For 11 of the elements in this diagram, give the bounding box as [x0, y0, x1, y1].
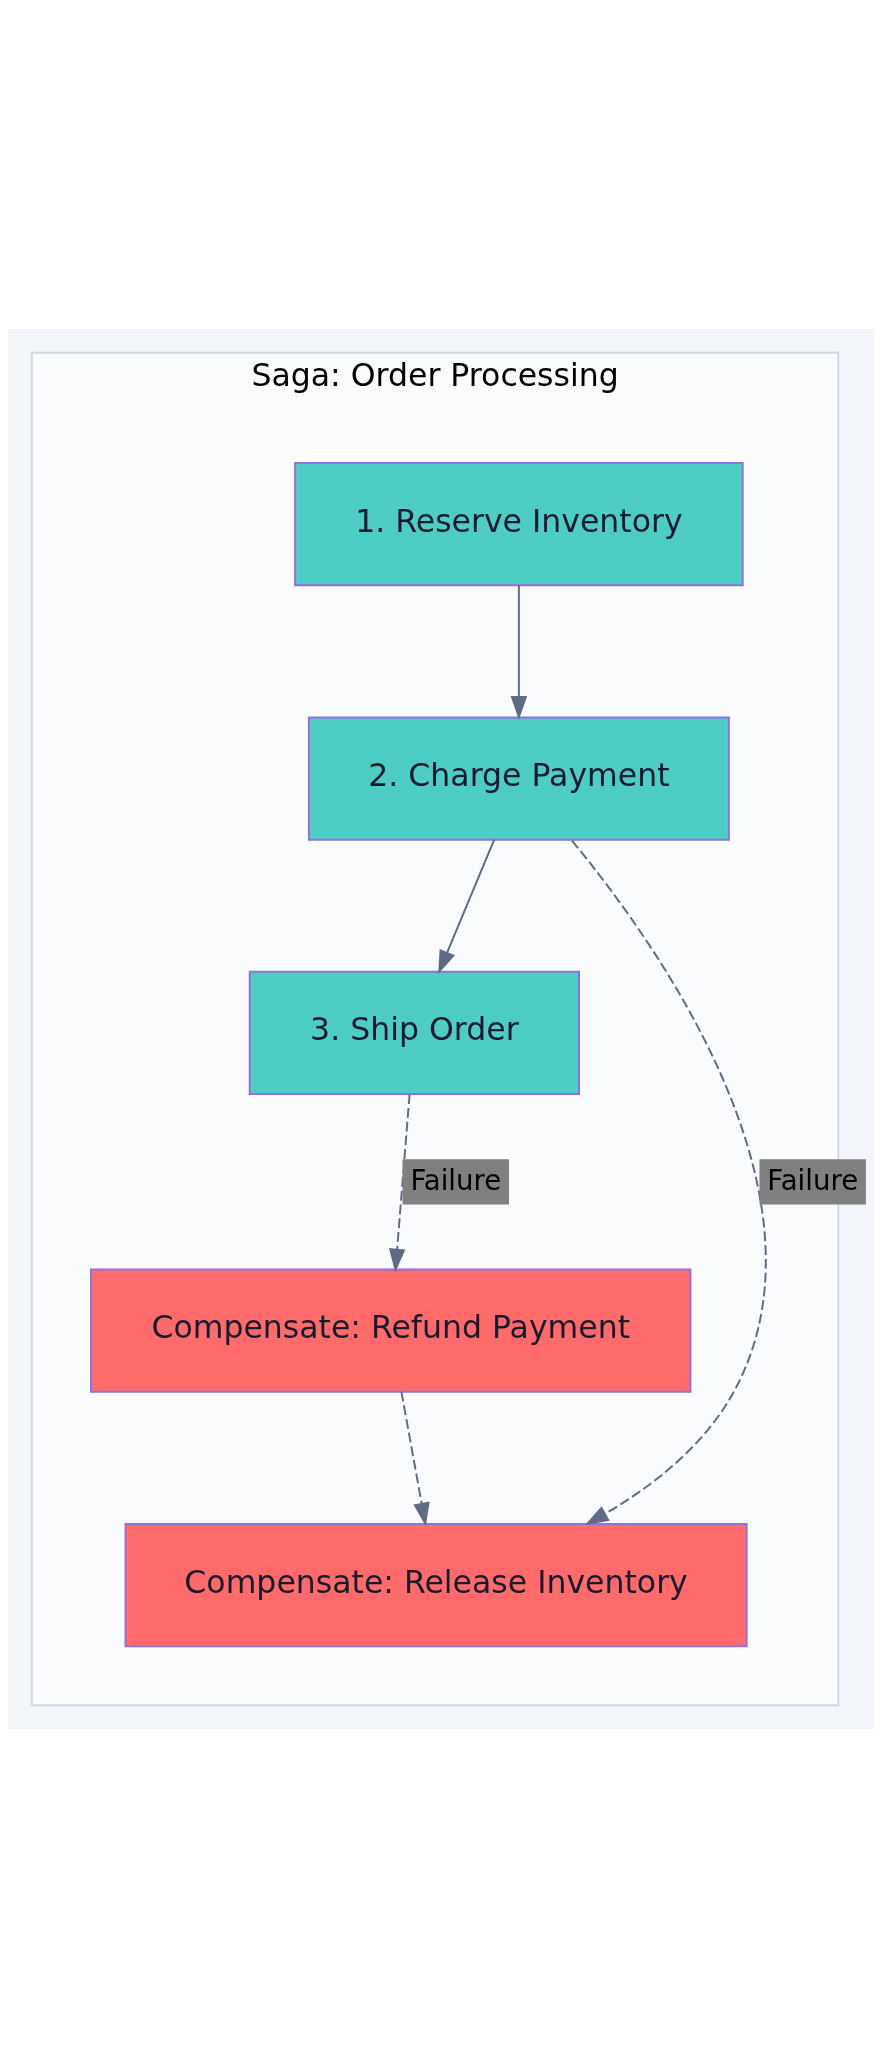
arrow	[400, 1391, 430, 1527]
arrow	[570, 839, 767, 1526]
node-box: Compensate: Release Inventory	[124, 1522, 748, 1648]
node-box: 2. Charge Payment	[307, 716, 730, 841]
node-box: 3. Ship Order	[248, 970, 580, 1096]
arrow	[438, 838, 496, 974]
edge-label: Failure	[410, 1164, 502, 1198]
arrow	[388, 1093, 411, 1273]
arrow	[510, 584, 528, 720]
node-box: 1. Reserve Inventory	[294, 462, 744, 587]
node-box: Compensate: Refund Payment	[90, 1268, 692, 1393]
